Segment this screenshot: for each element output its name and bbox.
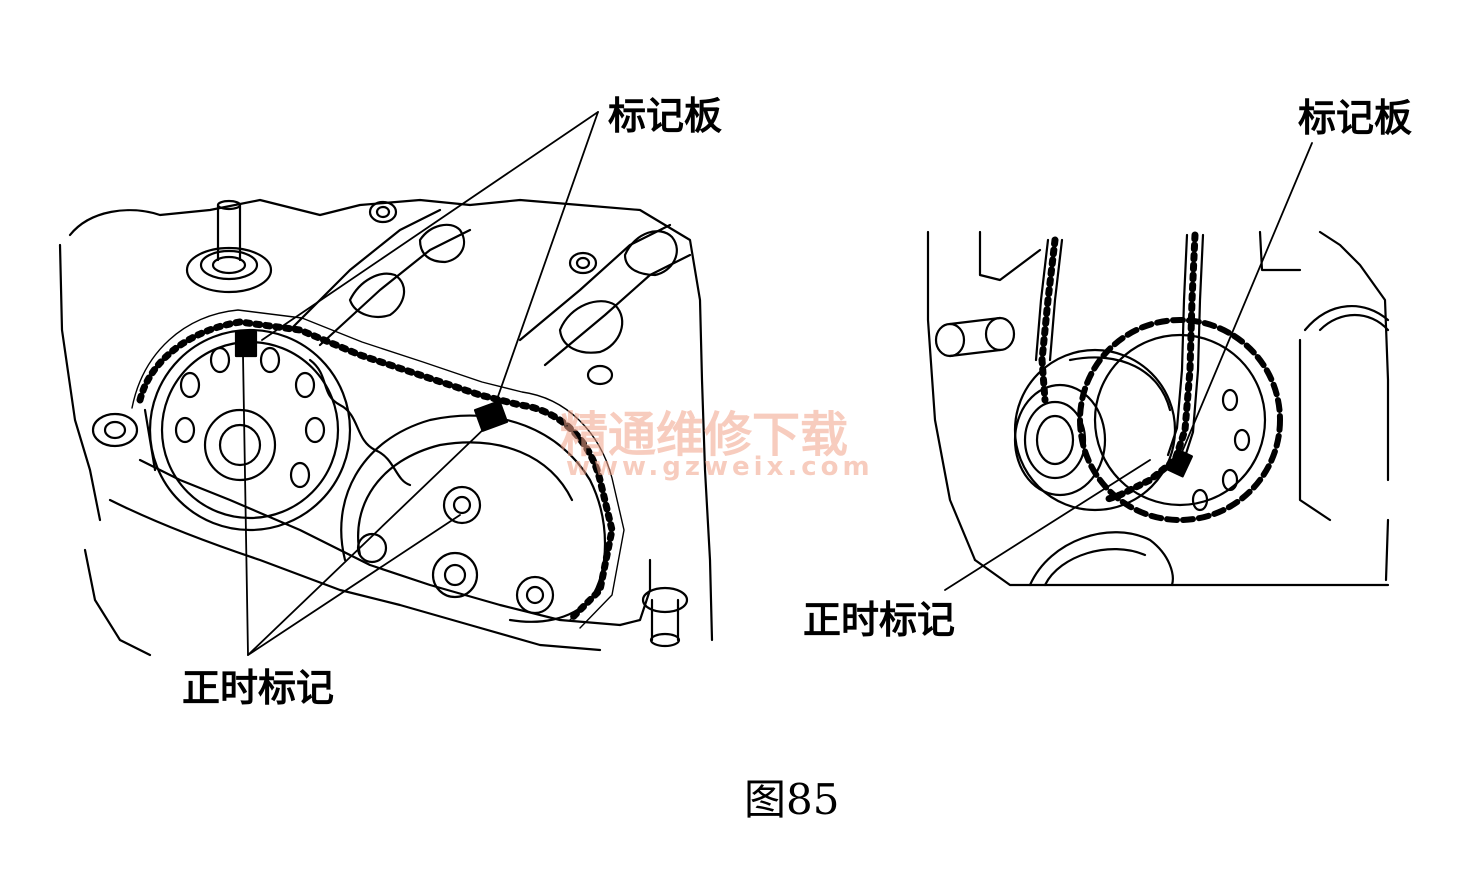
watermark-url: www.gzweix.com [566, 452, 874, 482]
right-label-timing-mark: 正时标记 [803, 598, 956, 642]
watermark-cn: 精通维修下载 [560, 407, 849, 463]
left-label-timing-mark: 正时标记 [182, 666, 335, 710]
right-engine-drawing [926, 230, 1390, 587]
left-label-mark-plate: 标记板 [608, 94, 723, 138]
left-engine-drawing [58, 198, 714, 657]
figure-caption: 图85 [744, 775, 840, 824]
right-label-mark-plate: 标记板 [1298, 96, 1413, 140]
left-leader-lines [242, 111, 599, 656]
right-leader-lines [944, 142, 1313, 591]
